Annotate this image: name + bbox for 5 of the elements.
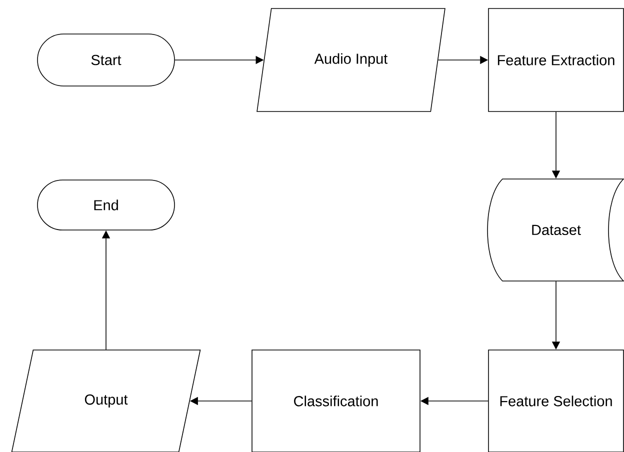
input-output-parallelogram: Output [11,350,201,452]
process-box: Feature Selection [488,350,624,452]
process-box: Classification [252,350,420,452]
process-box: Feature Extraction [488,8,624,112]
input-output-parallelogram: Audio Input [256,8,446,112]
